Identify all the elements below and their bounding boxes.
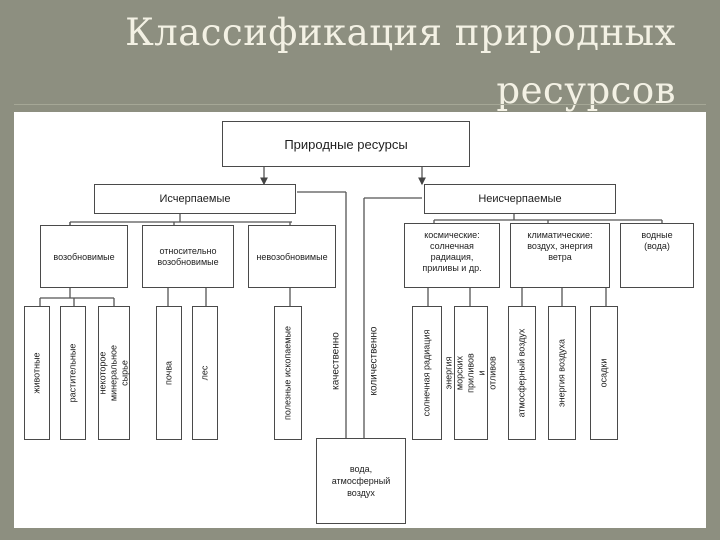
leaf-some-mineral: некоторое минеральное сырье	[98, 306, 130, 440]
title-divider	[14, 104, 706, 105]
label-quantitatively: количественно	[368, 326, 380, 396]
water-air-node: вода, атмосферный воздух	[316, 438, 406, 524]
leaf-soil: почва	[156, 306, 182, 440]
leaf-atmospheric-air: атмосферный воздух	[508, 306, 536, 440]
climatic-node: климатические: воздух, энергия ветра	[510, 223, 610, 288]
nonrenewable-node: невозобновимые	[248, 225, 336, 288]
relatively-renewable-node: относительно возобновимые	[142, 225, 234, 288]
renewable-node: возобновимые	[40, 225, 128, 288]
leaf-air-energy: энергия воздуха	[548, 306, 576, 440]
connector-lines	[39, 167, 663, 438]
exhaustible-node: Исчерпаемые	[94, 184, 296, 214]
leaf-tidal-energy: энергия морских приливов и отливов	[444, 306, 498, 440]
leaf-animals: животные	[24, 306, 50, 440]
leaf-solar-radiation: солнечная радиация	[412, 306, 442, 440]
leaf-precipitation: осадки	[590, 306, 618, 440]
slide-title-line2: ресурсов	[496, 69, 676, 112]
leaf-minerals: полезные ископаемые	[274, 306, 302, 440]
leaf-forest: лес	[192, 306, 218, 440]
slide-title-line1: Классификация природных	[125, 11, 676, 54]
cosmic-node: космические: солнечная радиация, приливы…	[404, 223, 500, 288]
inexhaustible-node: Неисчерпаемые	[424, 184, 616, 214]
label-qualitatively: качественно	[330, 332, 342, 390]
classification-diagram: Природные ресурсы Исчерпаемые Неисчерпае…	[14, 112, 706, 528]
water-resources-node: водные (вода)	[620, 223, 694, 288]
root-node: Природные ресурсы	[222, 121, 470, 167]
leaf-plants: растительные	[60, 306, 86, 440]
